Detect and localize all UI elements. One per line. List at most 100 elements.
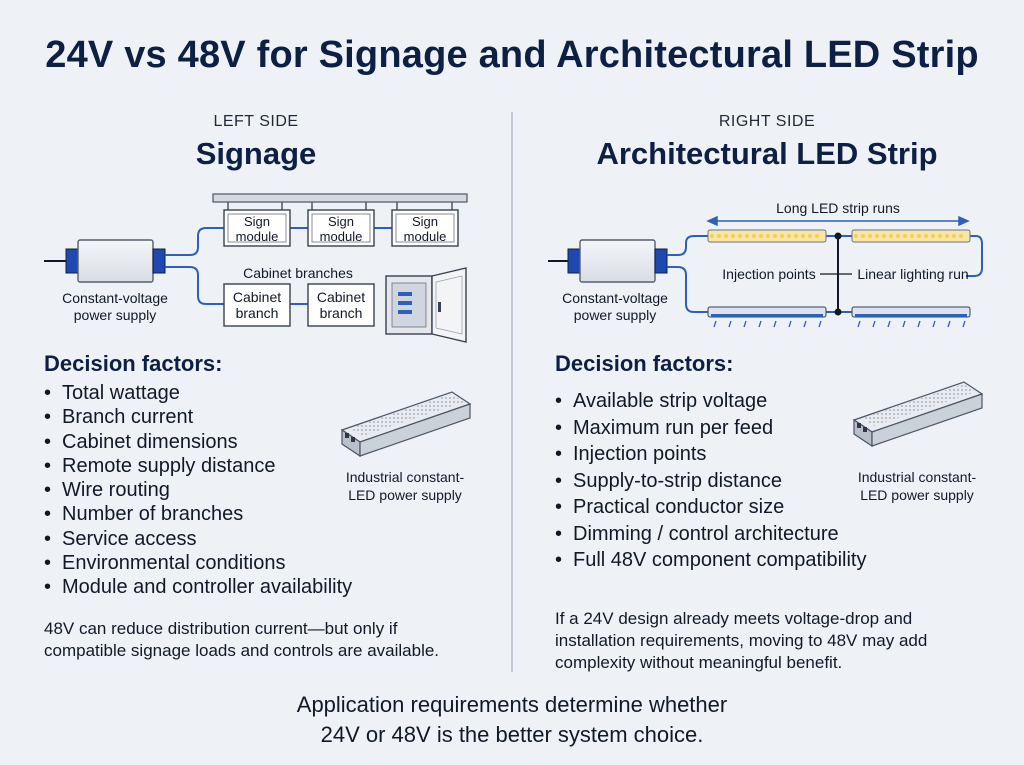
led-emitter [759,234,763,238]
left-decision-factors-list: Total wattage Branch current Cabinet dim… [44,381,352,600]
list-item: Number of branches [44,502,352,527]
led-emitter [875,234,879,238]
led-emitter [945,234,949,238]
led-emitter [801,234,805,238]
led-emitter [787,234,791,238]
right-note: If a 24V design already meets voltage-dr… [555,609,928,672]
list-item: Injection points [555,441,866,468]
light-ray [803,320,807,328]
light-ray [728,320,732,328]
led-emitter [808,234,812,238]
sign-module-3: Sign module [391,209,459,247]
led-emitter [815,234,819,238]
led-emitter [931,234,935,238]
svg-text:Sign: Sign [412,214,438,229]
cabinet-branch-2: Cabinet branch [307,283,375,327]
svg-text:branch: branch [320,305,363,321]
right-constant-voltage-psu [548,239,668,283]
light-ray [947,320,951,328]
led-strip-emitters [710,234,963,238]
left-constant-voltage-psu [44,239,166,283]
svg-text:Sign: Sign [328,214,354,229]
led-emitter [959,234,963,238]
list-item: Environmental conditions [44,551,352,576]
led-emitter [794,234,798,238]
led-emitter [924,234,928,238]
electrical-cabinet-icon [385,267,467,343]
right-psu-label-line2: power supply [574,307,657,323]
left-note: 48V can reduce distribution current—but … [44,619,440,660]
list-item: Dimming / control architecture [555,521,866,548]
svg-text:Sign: Sign [244,214,270,229]
led-emitter [889,234,893,238]
list-item: Branch current [44,405,352,430]
led-emitter [731,234,735,238]
led-emitter [710,234,714,238]
sign-module-2: Sign module [307,209,375,247]
linear-channel-left [707,306,827,318]
right-decision-factors-list: Available strip voltage Maximum run per … [555,388,866,574]
led-emitter [861,234,865,238]
right-psu-label-line1: Constant-voltage [562,290,668,306]
list-item: Practical conductor size [555,494,866,521]
light-ray [773,320,777,328]
linear-channel-right [851,306,971,318]
light-ray [818,320,822,328]
center-divider [511,112,513,672]
left-psu-label-line2: power supply [74,307,157,323]
led-emitter [717,234,721,238]
left-decision-factors-title: Decision factors: [44,351,223,376]
led-emitter [938,234,942,238]
list-item: Wire routing [44,478,352,503]
right-side-tag: RIGHT SIDE [718,113,816,130]
list-item: Maximum run per feed [555,415,866,442]
svg-text:module: module [320,229,363,244]
svg-text:module: module [236,229,279,244]
injection-bus [820,232,852,316]
long-runs-dimension-arrow [706,215,970,227]
list-item: Available strip voltage [555,388,866,415]
left-side-tag: LEFT SIDE [213,113,299,130]
footer-conclusion: Application requirements determine wheth… [296,692,728,747]
sign-module-1: Sign module [223,209,291,247]
led-emitter [738,234,742,238]
right-industrial-psu-icon [852,381,984,448]
led-emitter [780,234,784,238]
right-industrial-psu-caption: Industrial constant- LED power supply [857,469,977,503]
cabinet-branches-label: Cabinet branches [243,265,353,281]
list-item: Service access [44,527,352,552]
led-emitter [766,234,770,238]
left-side-heading: Signage [195,136,317,171]
led-emitter [952,234,956,238]
light-ray [857,320,861,328]
led-emitter [724,234,728,238]
list-item: Cabinet dimensions [44,430,352,455]
light-ray [902,320,906,328]
svg-text:branch: branch [236,305,279,321]
right-side-heading: Architectural LED Strip [596,136,938,171]
left-industrial-psu-icon [340,391,472,458]
injection-points-label: Injection points [722,266,815,282]
led-emitter [910,234,914,238]
light-ray [872,320,876,328]
page-title: 24V vs 48V for Signage and Architectural… [45,34,979,76]
left-psu-label-line1: Constant-voltage [62,290,168,306]
list-item: Module and controller availability [44,575,352,600]
list-item: Supply-to-strip distance [555,468,866,495]
right-decision-factors-title: Decision factors: [555,351,734,376]
light-ray [743,320,747,328]
left-wires [165,227,392,305]
led-emitter [745,234,749,238]
cabinet-branch-1: Cabinet branch [223,283,291,327]
svg-text:Cabinet: Cabinet [317,289,365,305]
list-item: Remote supply distance [44,454,352,479]
led-emitter [917,234,921,238]
light-ray [788,320,792,328]
light-ray [887,320,891,328]
list-item: Total wattage [44,381,352,406]
svg-text:Cabinet: Cabinet [233,289,281,305]
led-emitter [903,234,907,238]
led-emitter [773,234,777,238]
linear-light-rays [713,320,966,328]
long-runs-label: Long LED strip runs [776,200,900,216]
